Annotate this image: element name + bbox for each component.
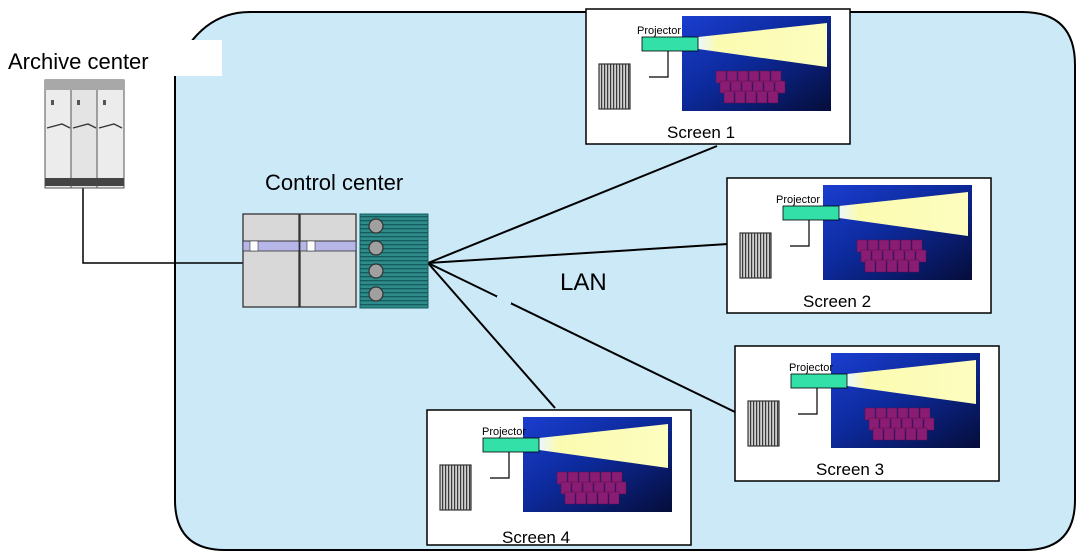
archive-server-icon: [44, 79, 125, 189]
projector-label-1: Projector: [637, 25, 681, 37]
screen-label-4: Screen 4: [502, 528, 570, 547]
lan-link-screen4: [427, 262, 556, 409]
projector-label-3: Projector: [789, 362, 833, 374]
screen-label-2: Screen 2: [803, 292, 871, 311]
control-center-label: Control center: [265, 170, 403, 195]
lan-link-screen1: [427, 145, 718, 264]
projector-label-4: Projector: [482, 426, 526, 438]
lan-links: [427, 145, 736, 413]
screen-label-1: Screen 1: [667, 123, 735, 142]
control-server-icon: [242, 213, 357, 308]
control-rack-icon: [359, 213, 429, 309]
screen-label-3: Screen 3: [816, 460, 884, 479]
lan-label: LAN: [560, 269, 607, 296]
archive-label-bg: [0, 40, 222, 76]
projector-label-2: Projector: [776, 194, 820, 206]
archive-link: [82, 185, 243, 264]
lan-link-screen3: [427, 262, 736, 413]
lan-link-screen2: [427, 243, 729, 264]
screen-room-4: [426, 409, 692, 546]
archive-center-label: Archive center: [8, 49, 149, 74]
